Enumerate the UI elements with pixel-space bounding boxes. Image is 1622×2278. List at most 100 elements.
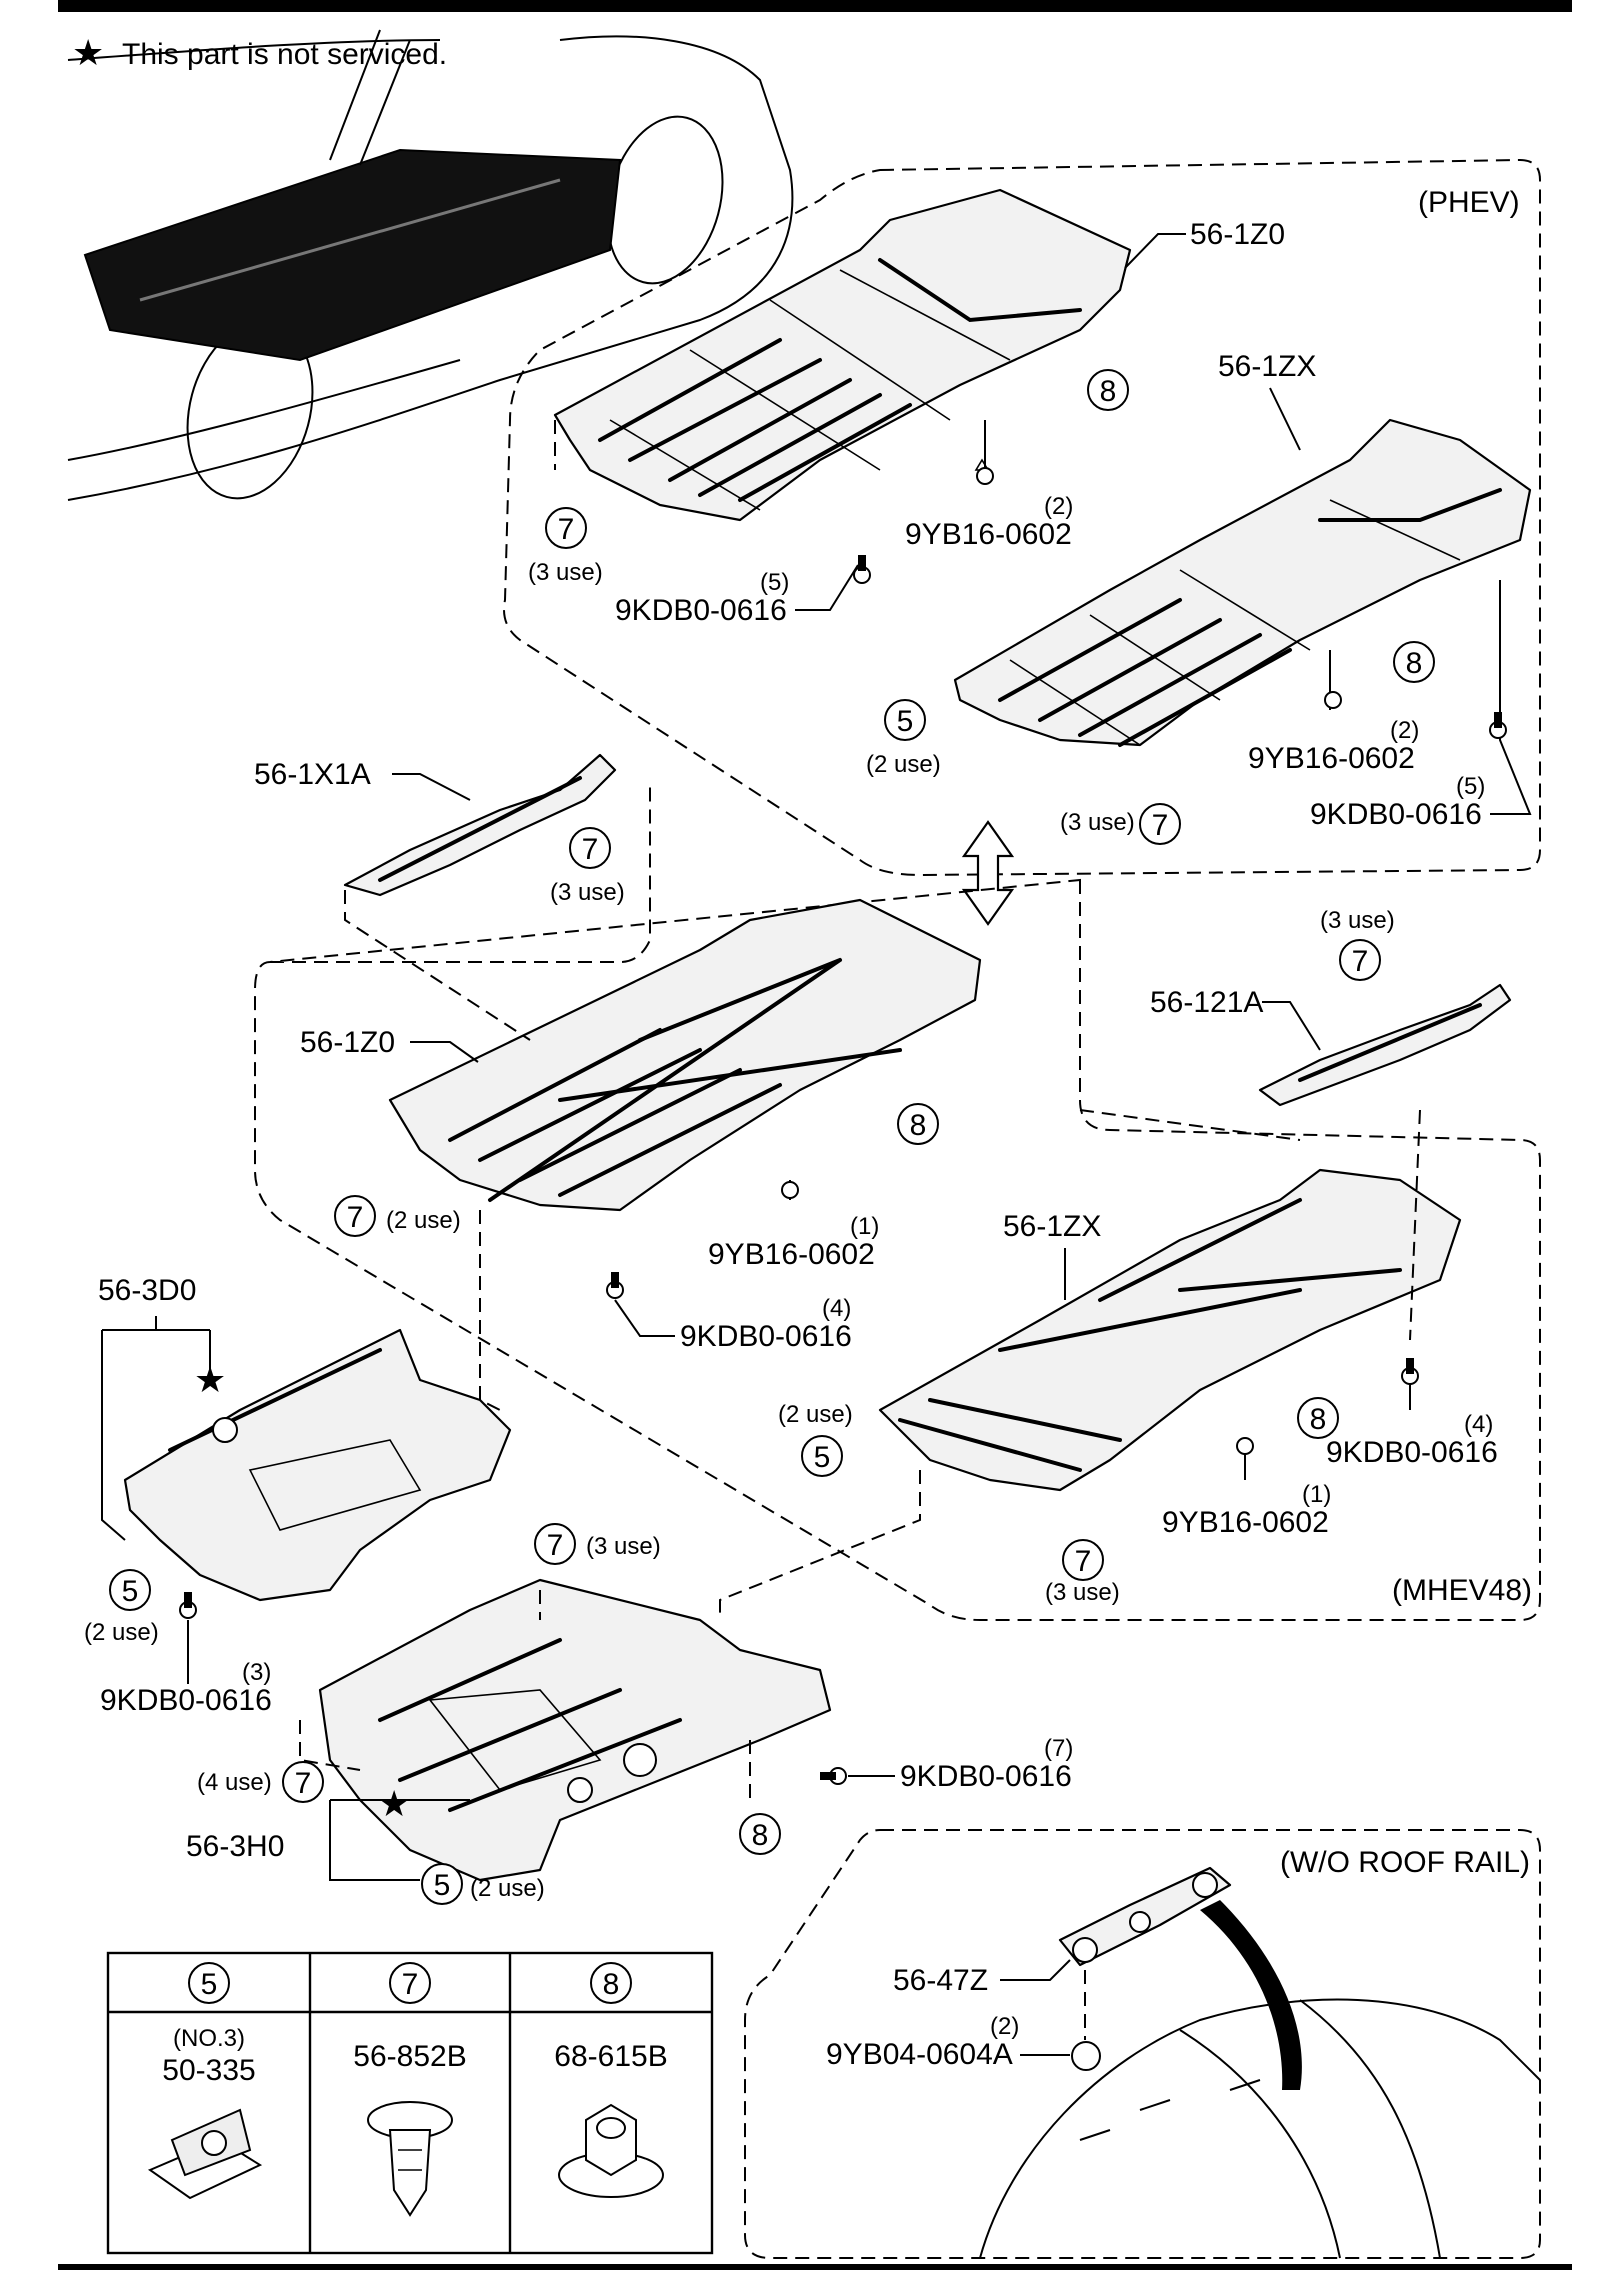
- part-label-56-121a: 56-121A: [1150, 986, 1263, 1019]
- callout-c5: 7 (3 use): [1060, 803, 1181, 845]
- push-pin-clip-icon: [367, 2101, 453, 2217]
- fastener-qty-f4: (5): [1456, 773, 1485, 800]
- callout-use-count: (2 use): [84, 1619, 159, 1646]
- top-rule: [58, 0, 1572, 12]
- fastener-glyphs-mhev: [606, 1181, 1419, 1455]
- callout-circle: [884, 699, 926, 741]
- fastener-glyph-f11: [1071, 2041, 1101, 2071]
- mhev-boundary: [254, 780, 1541, 1621]
- phev-stiffener-1x1a: [343, 753, 617, 897]
- callout-circle: [897, 1103, 939, 1145]
- callout-number: 7: [1352, 945, 1369, 978]
- fastener-qty-f11: (2): [990, 2013, 1019, 2040]
- fastener-qty-f7: (4): [1464, 1411, 1493, 1438]
- phev-front-undercover: [553, 188, 1132, 522]
- leader-56-3d0: [101, 1316, 211, 1541]
- fastener-glyphs-engine: [179, 1592, 847, 1785]
- leader-56-1zx-phev: [1269, 387, 1301, 451]
- callout-circle: [1393, 641, 1435, 683]
- connector-lines: [299, 420, 1421, 2040]
- callout-number: 8: [1310, 1403, 1327, 1436]
- fastener-glyphs-phev: [853, 458, 1507, 739]
- roof-car-sketch: [979, 1900, 1541, 2259]
- leader-56-1z0-phev: [1124, 233, 1186, 269]
- part-label-56-1z0-mhev: 56-1Z0: [300, 1026, 395, 1059]
- callout-c13: 7 (3 use): [534, 1523, 661, 1565]
- callout-use-count: (3 use): [1045, 1579, 1120, 1606]
- part-label-56-3h0: 56-3H0: [186, 1830, 284, 1863]
- fastener-legend-table: 5 7 8 (NO.3) 50-335 56-852B 68-615B: [106, 1951, 714, 2255]
- callout-circle: [1339, 939, 1381, 981]
- callout-c8: 8: [897, 1103, 939, 1145]
- mhev-stiffener-121a: [1258, 983, 1512, 1107]
- callout-circle: [1062, 1539, 1104, 1581]
- callout-number: 5: [814, 1441, 831, 1474]
- not-serviced-star-icon-3d0: ★: [194, 1359, 226, 1400]
- callout-c9: 7 (2 use): [334, 1195, 461, 1237]
- vehicle-floor-sketch: [67, 29, 794, 501]
- engine-undercover-3d0: [123, 1328, 512, 1602]
- callout-use-count: (3 use): [586, 1533, 661, 1560]
- callout-use-count: (2 use): [386, 1207, 461, 1234]
- leader-f2: [795, 564, 859, 611]
- part-label-56-1z0-phev: 56-1Z0: [1190, 218, 1285, 251]
- phev-section-label: (PHEV): [1418, 186, 1520, 219]
- fastener-code-f4: 9KDB0-0616: [1310, 798, 1482, 831]
- fastener-code-f5: 9YB16-0602: [708, 1238, 875, 1271]
- callout-c12: 7(3 use): [1045, 1539, 1120, 1606]
- callout-number: 7: [295, 1767, 312, 1800]
- fastener-code-f7: 9KDB0-0616: [1326, 1436, 1498, 1469]
- callout-c10: 8: [1297, 1397, 1339, 1439]
- callout-number: 7: [1152, 809, 1169, 842]
- callout-number: 7: [1075, 1545, 1092, 1578]
- legend-col1-number: 5: [201, 1968, 218, 2001]
- callout-use-count: (3 use): [528, 559, 603, 586]
- phev-mhev-switch-arrow-icon: [961, 820, 1015, 926]
- fastener-qty-f6: (4): [822, 1295, 851, 1322]
- fastener-code-f3: 9YB16-0602: [1248, 742, 1415, 775]
- callout-number: 5: [434, 1869, 451, 1902]
- callout-number: 8: [1100, 375, 1117, 408]
- callout-circle: [282, 1761, 324, 1803]
- fastener-qty-f9: (3): [242, 1659, 271, 1686]
- part-label-56-47z: 56-47Z: [893, 1964, 988, 1997]
- callout-circle: [545, 507, 587, 549]
- legend-col2-part: 56-852B: [353, 2040, 466, 2073]
- fastener-qty-f2: (5): [760, 569, 789, 596]
- not-serviced-star-icon-3h0: ★: [378, 1783, 410, 1824]
- callout-number: 7: [582, 833, 599, 866]
- roof-boundary: [744, 1829, 1541, 2259]
- callout-c7: 7(3 use): [1320, 907, 1395, 981]
- bottom-rule: [58, 2264, 1572, 2270]
- callout-c6: 7 (3 use): [550, 827, 625, 906]
- fastener-qty-f8: (1): [1302, 1481, 1331, 1508]
- callout-c17: 5(2 use): [421, 1863, 545, 1905]
- phev-boundary: [503, 158, 1541, 877]
- leader-56-3h0: [329, 1799, 470, 1881]
- callout-number: 7: [347, 1201, 364, 1234]
- callout-c1: 7 (3 use): [528, 507, 603, 586]
- callout-number: 7: [547, 1529, 564, 1562]
- callout-circle: [1139, 803, 1181, 845]
- fastener-code-f1: 9YB16-0602: [905, 518, 1072, 551]
- leader-f6: [614, 1299, 675, 1337]
- leader-56-121a: [1262, 1001, 1321, 1051]
- legend-col1-part: 50-335: [162, 2054, 255, 2087]
- mhev-rear-undercover: [878, 1168, 1462, 1492]
- callout-number: 8: [752, 1819, 769, 1852]
- callout-circle: [421, 1863, 463, 1905]
- fastener-code-f10: 9KDB0-0616: [900, 1760, 1072, 1793]
- callout-c14: 5(2 use): [84, 1569, 159, 1646]
- roof-section-label: (W/O ROOF RAIL): [1280, 1846, 1530, 1879]
- part-label-56-3d0: 56-3D0: [98, 1274, 196, 1307]
- callout-circle: [801, 1435, 843, 1477]
- part-label-56-1x1a: 56-1X1A: [254, 758, 371, 791]
- callout-use-count: (3 use): [1060, 809, 1135, 836]
- callout-number: 7: [558, 513, 575, 546]
- u-nut-clip-icon: [147, 2108, 263, 2200]
- not-serviced-note: This part is not serviced.: [122, 38, 447, 71]
- callout-use-count: (3 use): [550, 879, 625, 906]
- callout-circle: [569, 827, 611, 869]
- fastener-code-f6: 9KDB0-0616: [680, 1320, 852, 1353]
- engine-undercover-3h0: [318, 1578, 832, 1882]
